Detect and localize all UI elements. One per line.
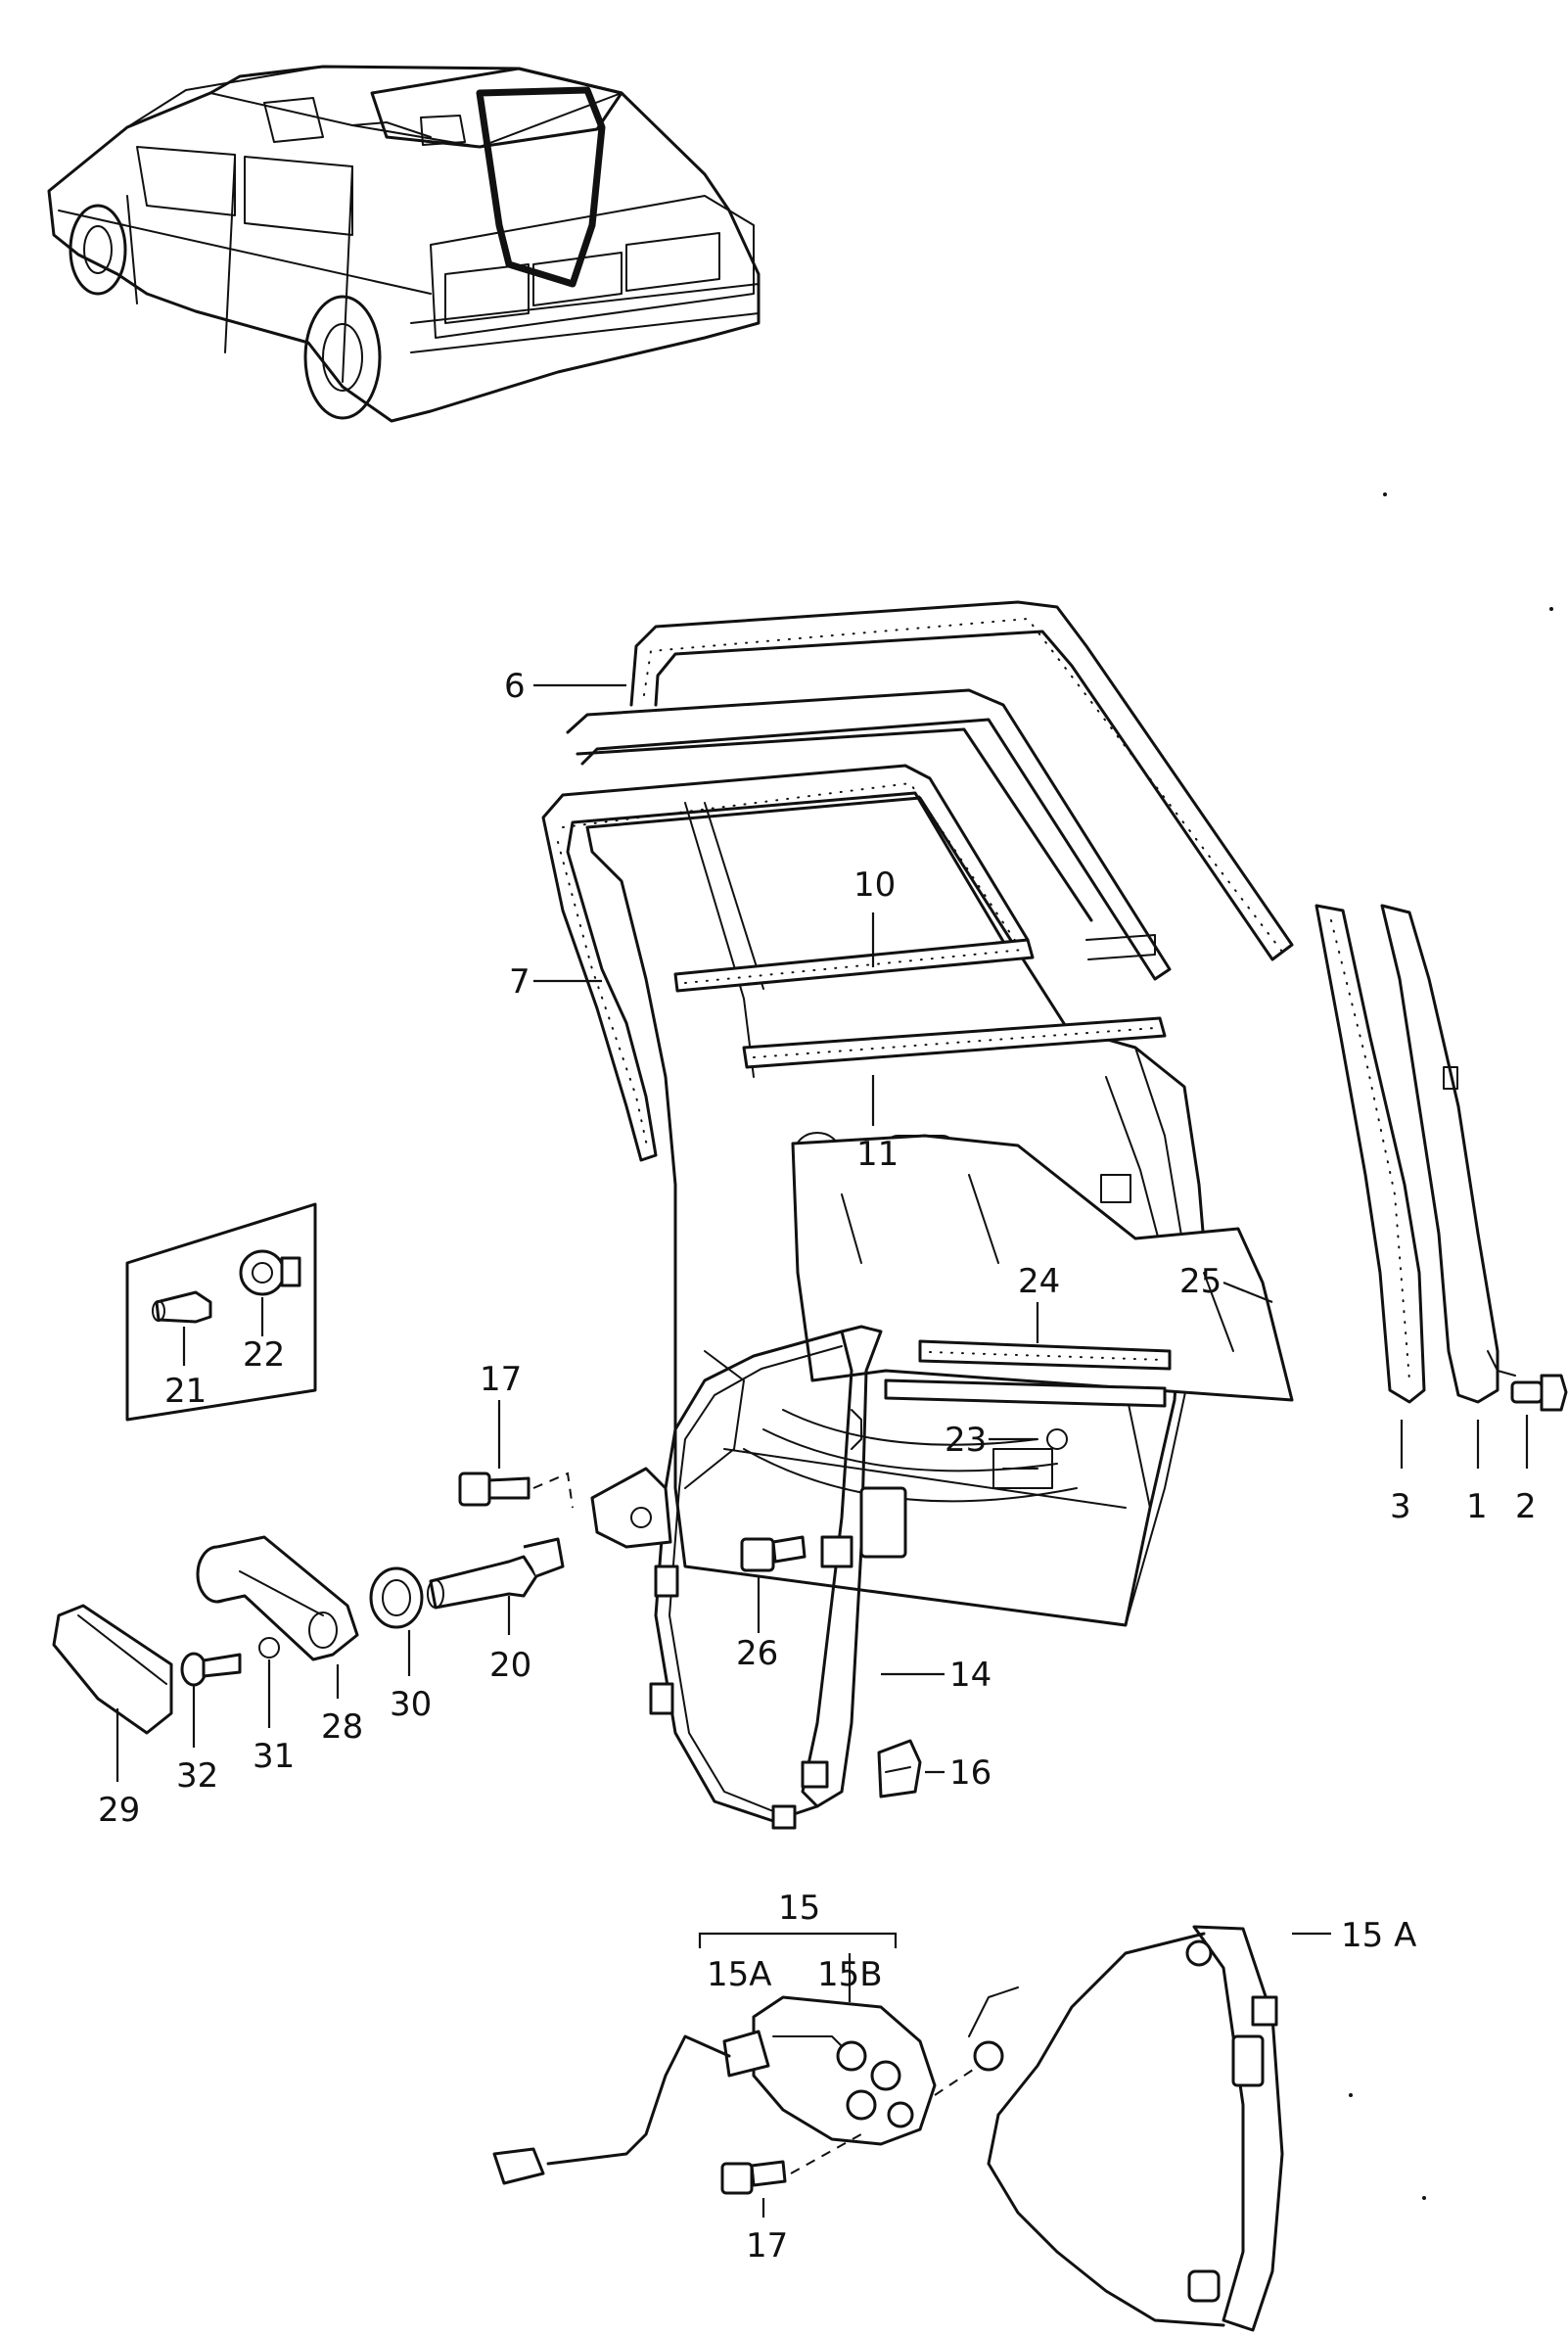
leader-lines (115, 683, 1529, 2218)
label-part-17-top: 17 (480, 1360, 522, 1399)
label-part-26: 26 (736, 1634, 778, 1673)
car-overview-illustration (47, 65, 761, 423)
parts-21-22-inset-box (125, 1202, 317, 1422)
part-14-window-regulator (590, 1325, 907, 1830)
label-part-14: 14 (949, 1656, 992, 1695)
part-15-motor-assembly (492, 1986, 1019, 2195)
label-part-15a-side: 15 A (1341, 1916, 1416, 1955)
part-31-washer (258, 1637, 280, 1659)
label-part-23: 23 (945, 1421, 987, 1460)
label-part-2: 2 (1515, 1487, 1537, 1526)
label-part-21: 21 (164, 1372, 207, 1411)
label-part-24: 24 (1018, 1262, 1060, 1301)
label-part-16: 16 (949, 1753, 992, 1793)
part-24-glass-channel (884, 1339, 1172, 1408)
label-part-28: 28 (321, 1707, 363, 1747)
part-2-bolt (1510, 1374, 1568, 1412)
part-17-bolt-top (458, 1472, 574, 1509)
label-part-25: 25 (1179, 1262, 1222, 1301)
label-part-22: 22 (243, 1335, 285, 1375)
label-part-10: 10 (853, 865, 896, 905)
part-20-pin (427, 1537, 565, 1610)
label-part-32: 32 (176, 1756, 218, 1796)
label-part-3: 3 (1390, 1487, 1411, 1526)
part-32-screw (180, 1652, 242, 1687)
part-30-ring (369, 1566, 424, 1629)
part-23-bracket (992, 1428, 1068, 1489)
part-3-guide-channel (1314, 904, 1426, 1404)
label-part-17-bottom: 17 (746, 2226, 788, 2266)
label-part-20: 20 (489, 1646, 531, 1685)
label-part-1: 1 (1466, 1487, 1488, 1526)
part-28-crank-handle (196, 1535, 359, 1661)
label-part-11: 11 (856, 1135, 899, 1174)
label-part-7: 7 (509, 962, 530, 1002)
label-part-30: 30 (390, 1685, 432, 1724)
label-part-15b: 15B (817, 1955, 883, 1994)
label-part-15a-group: 15A (707, 1955, 772, 1994)
door-assembly (541, 600, 1294, 1627)
part-15a-regulator-rail (987, 1925, 1284, 2332)
label-part-31: 31 (253, 1737, 295, 1776)
part-10-window-strip (673, 934, 1156, 993)
part-29-cover (52, 1604, 173, 1735)
label-part-6: 6 (504, 667, 526, 706)
part-1-guide-rail (1380, 904, 1516, 1404)
part-25-door-glass (791, 1134, 1294, 1402)
scan-specks (1349, 492, 1553, 2200)
part-11-window-strip (742, 1016, 1167, 1069)
part-26-bolt (740, 1535, 807, 1572)
label-part-29: 29 (98, 1791, 140, 1830)
part-labels: 6 7 10 11 24 25 23 3 1 2 14 16 17 26 20 … (98, 667, 1537, 2266)
part-16-clip (877, 1739, 922, 1799)
label-part-15: 15 (778, 1889, 820, 1928)
